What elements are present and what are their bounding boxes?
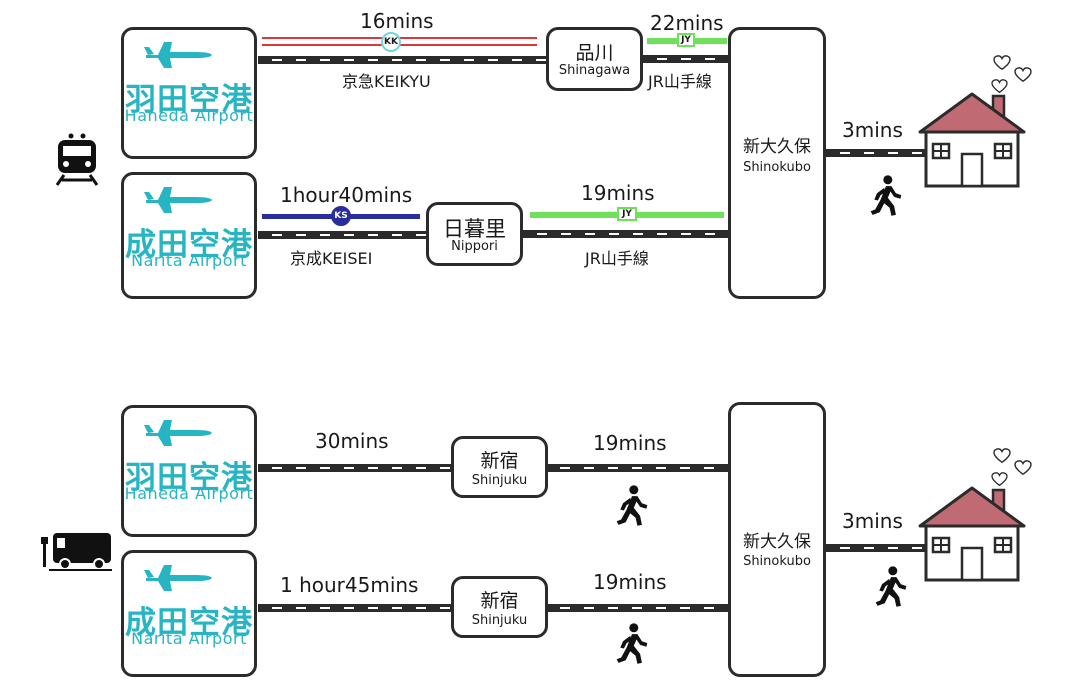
airport-name-en: Narita Airport	[131, 629, 247, 648]
airport-name-en: Haneda Airport	[124, 484, 254, 503]
station-name-jp: 新大久保	[743, 137, 811, 157]
station-name-jp: 新大久保	[743, 532, 811, 552]
station-shinjuku: 新宿 Shinjuku	[451, 576, 548, 638]
airport-name-jp: 成田空港	[125, 605, 253, 641]
heart-icon	[1014, 67, 1032, 83]
airplane-icon	[144, 38, 214, 72]
bus-route	[258, 604, 453, 612]
heart-icon	[991, 472, 1008, 487]
station-nippori: 日暮里 Nippori	[426, 202, 523, 266]
route-time: 30mins	[315, 429, 389, 453]
rail-track	[258, 231, 428, 239]
line-badge-jy: JY	[677, 33, 695, 47]
rail-track	[258, 56, 547, 64]
walk-path	[546, 604, 731, 612]
station-name-en: Shinokubo	[743, 160, 811, 175]
rail-track	[523, 230, 731, 238]
airplane-icon	[144, 416, 214, 450]
station-name-en: Shinagawa	[558, 63, 631, 78]
route-time: 16mins	[360, 9, 434, 33]
station-name-jp: 品川	[575, 42, 614, 64]
station-shinagawa: 品川 Shinagawa	[546, 27, 643, 91]
airport-narita: 成田空港 Narita Airport	[121, 550, 257, 677]
heart-icon	[1014, 460, 1032, 476]
airport-haneda: 羽田空港 Haneda Airport	[121, 405, 257, 537]
line-badge-jy: JY	[617, 207, 637, 221]
route-time: 19mins	[581, 181, 655, 205]
line-name: JR山手線	[648, 72, 712, 91]
house-icon	[917, 482, 1027, 582]
walk-path	[826, 544, 926, 552]
walk-time: 19mins	[593, 570, 667, 594]
airplane-icon	[144, 183, 214, 217]
walking-person-icon	[868, 174, 904, 218]
train-icon	[55, 133, 99, 186]
station-shinokubo: 新大久保 Shinokubo	[728, 27, 826, 299]
airplane-icon	[144, 561, 214, 595]
airport-haneda: 羽田空港 Haneda Airport	[121, 27, 257, 159]
house-icon	[917, 88, 1027, 188]
walking-person-icon	[614, 622, 650, 666]
rail-track	[643, 55, 731, 63]
walk-path	[546, 464, 731, 472]
route-time: 1 hour45mins	[280, 573, 419, 597]
line-name: JR山手線	[585, 249, 649, 268]
station-name-en: Shinjuku	[471, 473, 528, 488]
airport-name-jp: 羽田空港	[125, 460, 253, 496]
airport-name-en: Narita Airport	[131, 251, 247, 270]
walk-time: 3mins	[842, 509, 903, 533]
station-name-jp: 日暮里	[443, 217, 506, 241]
station-shinjuku: 新宿 Shinjuku	[451, 436, 548, 498]
bus-route	[258, 464, 453, 472]
station-shinokubo: 新大久保 Shinokubo	[728, 402, 826, 677]
line-badge-kk: KK	[381, 32, 401, 52]
station-name-en: Nippori	[451, 239, 498, 254]
station-name-en: Shinokubo	[743, 554, 811, 569]
airport-name-en: Haneda Airport	[124, 106, 254, 125]
station-name-jp: 新宿	[480, 450, 519, 472]
heart-icon	[993, 55, 1011, 71]
walk-time: 3mins	[842, 118, 903, 142]
airport-name-jp: 羽田空港	[125, 82, 253, 118]
route-time: 22mins	[650, 11, 724, 35]
line-name: 京成KEISEI	[290, 249, 373, 268]
heart-icon	[993, 448, 1011, 464]
airport-name-jp: 成田空港	[125, 227, 253, 263]
walk-path	[826, 149, 926, 157]
station-name-jp: 新宿	[480, 590, 519, 612]
bus-icon	[41, 533, 112, 571]
route-time: 1hour40mins	[280, 183, 413, 207]
airport-narita: 成田空港 Narita Airport	[121, 172, 257, 299]
walking-person-icon	[614, 484, 650, 528]
station-name-en: Shinjuku	[471, 613, 528, 628]
line-name: 京急KEIKYU	[342, 72, 431, 91]
walk-time: 19mins	[593, 431, 667, 455]
heart-icon	[991, 79, 1008, 94]
walking-person-icon	[873, 565, 909, 609]
line-badge-ks: KS	[331, 206, 351, 226]
